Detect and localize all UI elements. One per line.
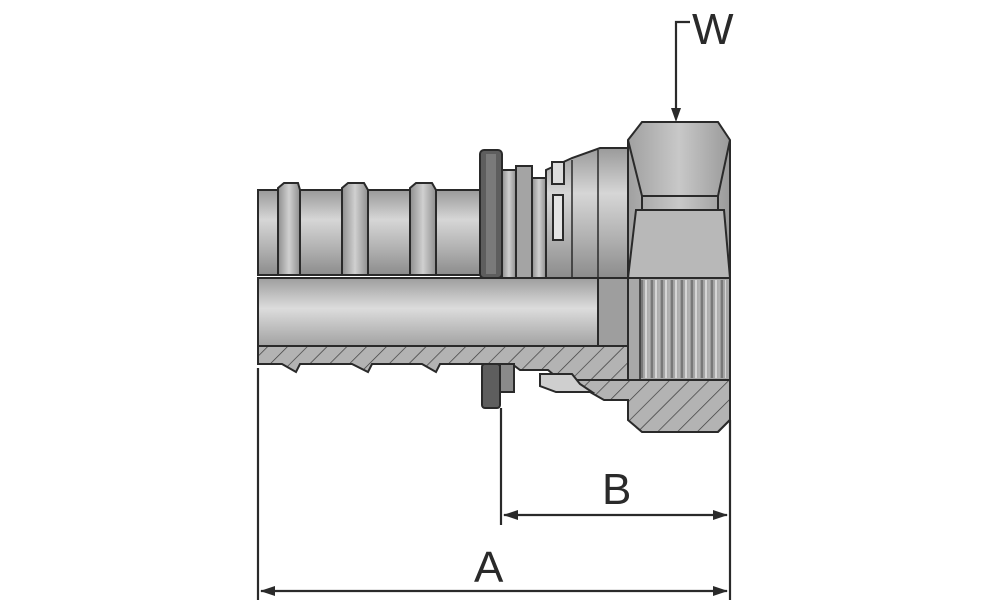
dimension-b <box>499 408 732 600</box>
cross-section <box>257 345 731 433</box>
dimension-w <box>671 20 690 122</box>
barb-3 <box>409 182 437 276</box>
retainer-clip <box>551 161 565 185</box>
bore <box>257 277 629 347</box>
sealing-collar <box>479 147 629 279</box>
label-w: W <box>692 5 734 54</box>
barb-1 <box>277 182 301 276</box>
dimension-a <box>256 368 728 600</box>
label-a: A <box>474 543 504 592</box>
hose-tail-stem <box>257 182 481 276</box>
hex-nut <box>627 121 731 279</box>
label-b: B <box>602 465 631 514</box>
barb-2 <box>341 182 369 276</box>
nut-internal-thread <box>627 277 731 381</box>
